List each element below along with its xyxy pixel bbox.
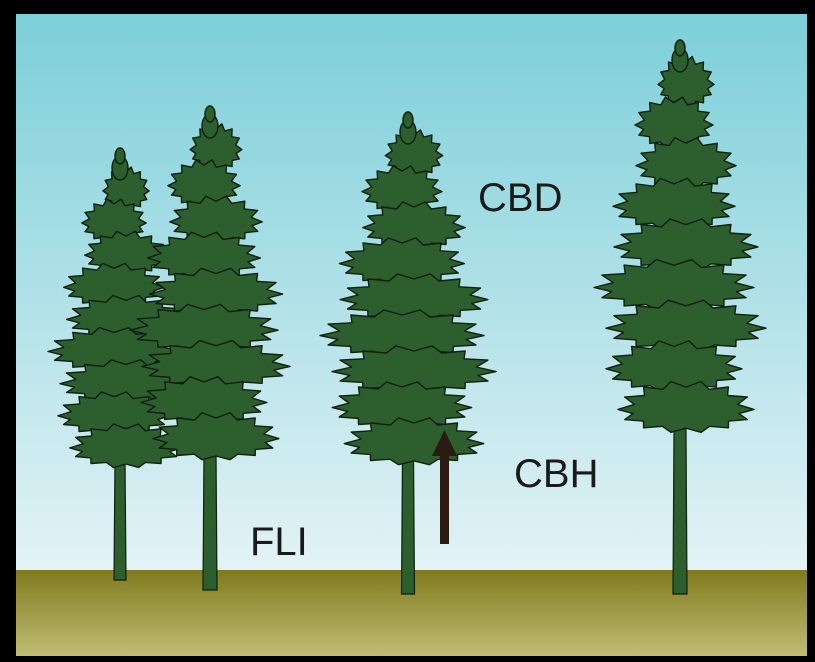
fli-label: FLI — [250, 522, 308, 562]
forest-scene: CBD CBH FLI — [16, 14, 807, 656]
cbd-label: CBD — [478, 178, 562, 218]
cbh-label: CBH — [514, 454, 598, 494]
forest-canvas — [16, 14, 807, 656]
